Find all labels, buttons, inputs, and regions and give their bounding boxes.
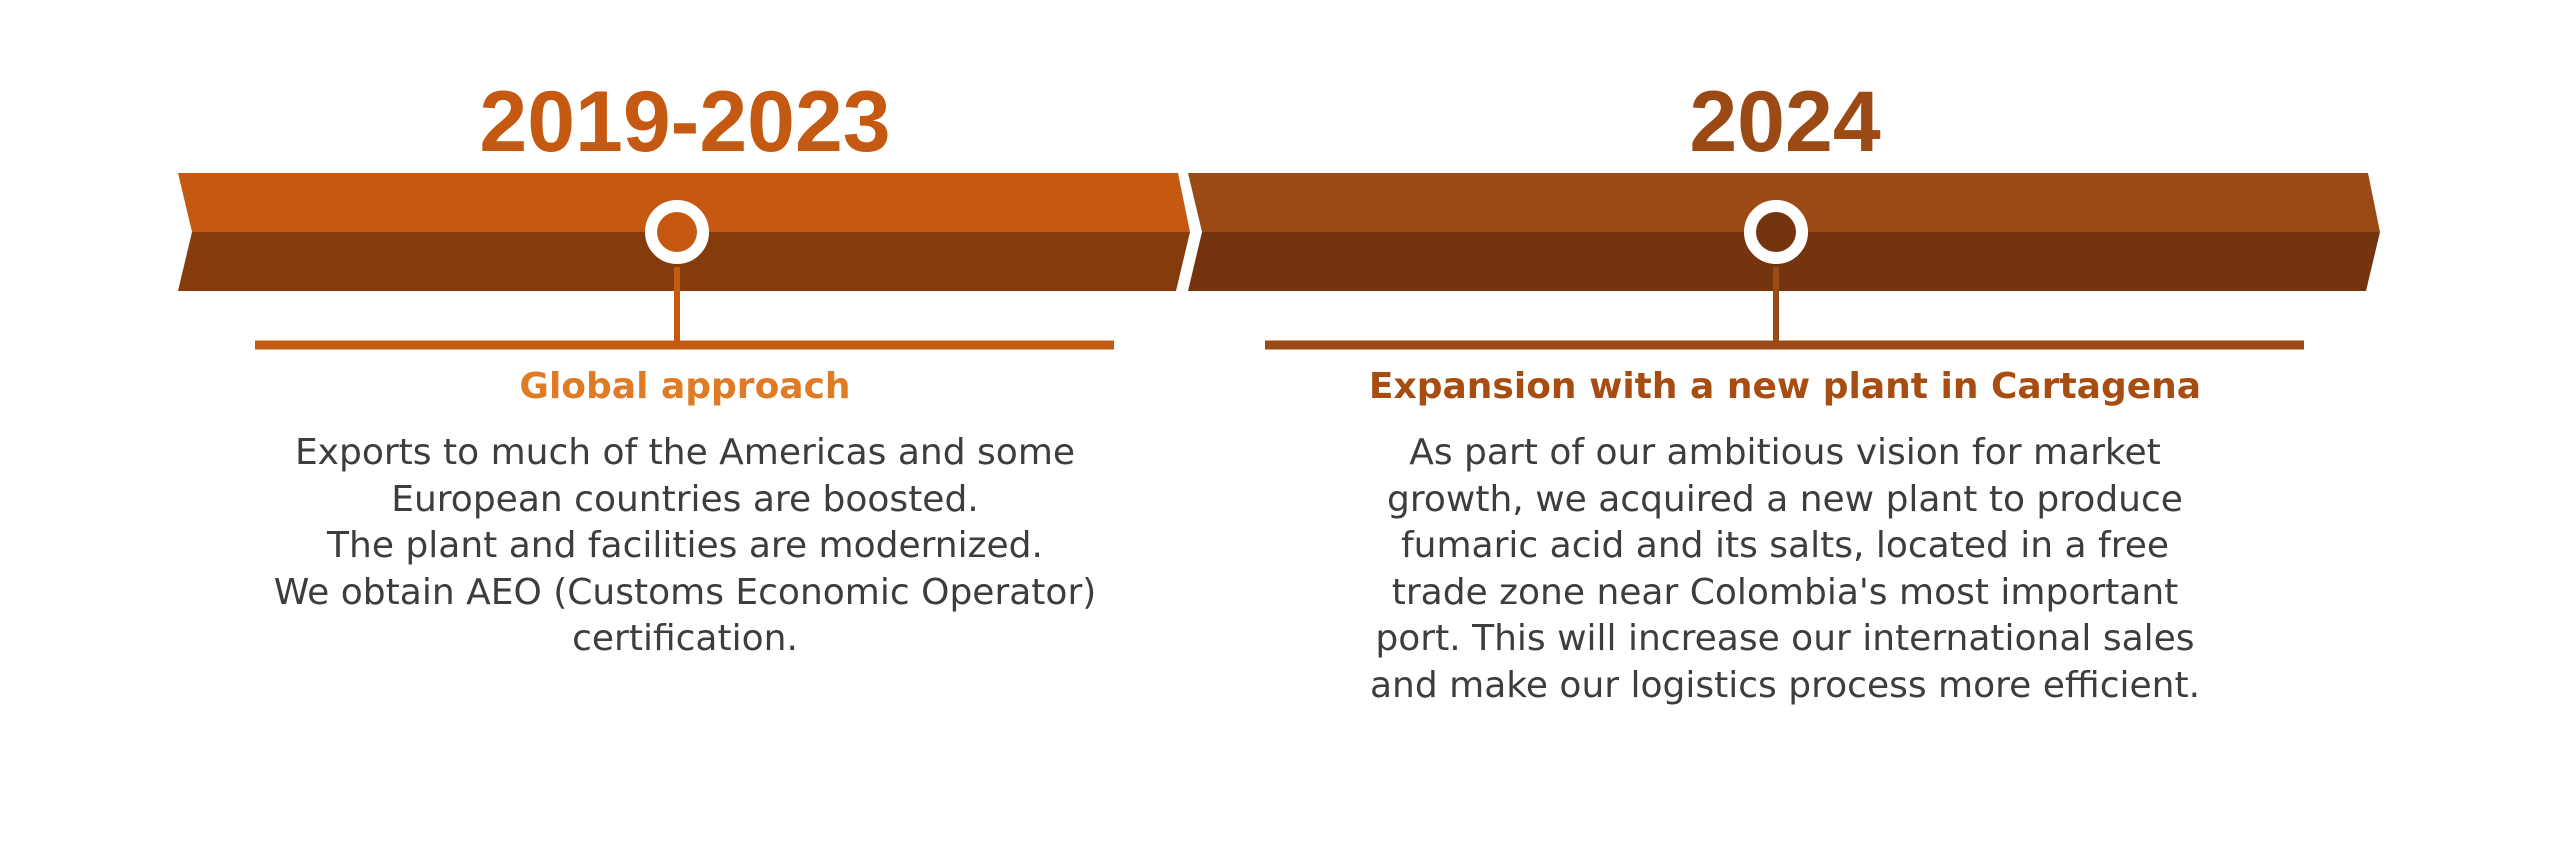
period-2-description-line: fumaric acid and its salts, located in a… [1400,525,2170,566]
period-2-description: As part of our ambitious vision for mark… [1270,430,2300,709]
period-2-description-line: As part of our ambitious vision for mark… [1409,432,2161,473]
period-1-year: 2019-2023 [479,74,891,170]
period-2-heading: Expansion with a new plant in Cartagena [1368,366,2202,407]
period-1-description-line: Exports to much of the Americas and some [294,432,1076,473]
period-1-description: Exports to much of the Americas and some… [180,430,1190,663]
period-2-marker [1265,200,2304,350]
period-1-heading: Global approach [519,366,851,407]
period-1-description-line: European countries are boosted. [391,478,979,520]
period-2-description-line: and make our logistics process more effi… [1369,664,2201,706]
period-1-description-line: certification. [572,618,798,659]
period-2-year: 2024 [1689,74,1881,170]
period-2-description-line: port. This will increase our internation… [1375,618,2195,659]
period-2-description-line: growth, we acquired a new plant to produ… [1387,478,2183,520]
period-2-description-line: trade zone near Colombia's most importan… [1391,571,2179,613]
period-1-description-line: We obtain AEO (Customs Economic Operator… [273,571,1097,613]
period-1-marker [255,200,1114,350]
period-1-description-line: The plant and facilities are modernized. [327,525,1043,566]
